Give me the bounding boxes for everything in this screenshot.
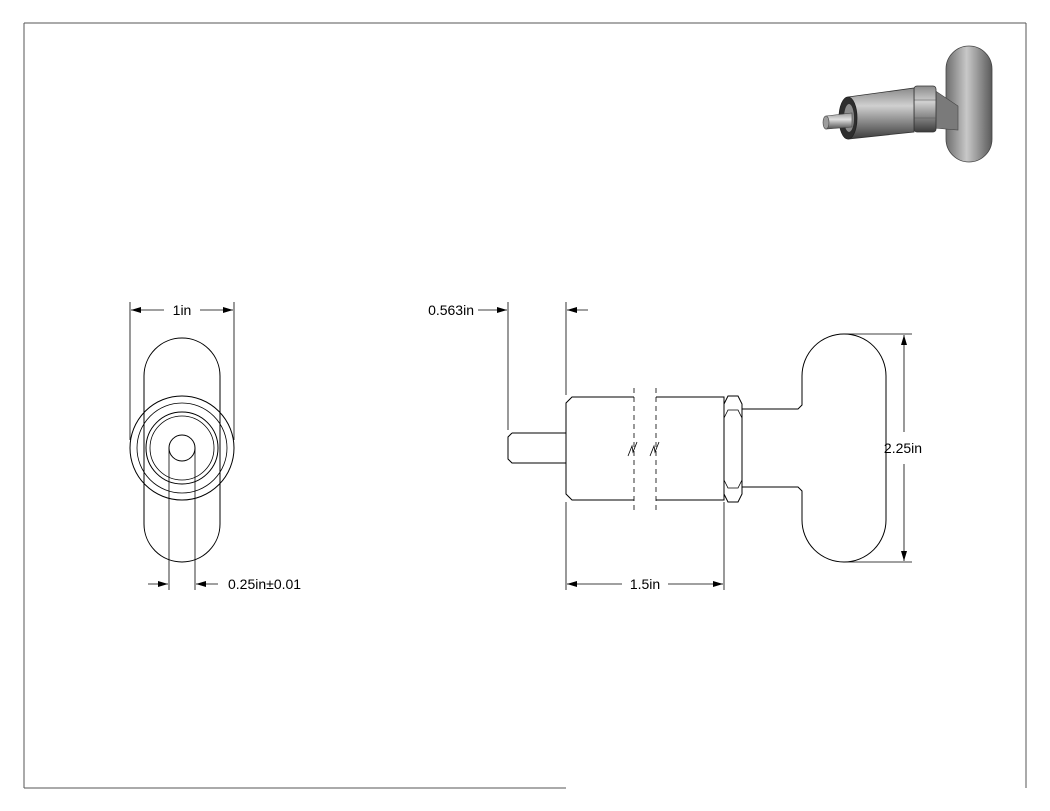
dimension-label-pin-length: 0.563in xyxy=(428,302,474,318)
isometric-render xyxy=(822,45,993,163)
dimension-body-length: 1.5in xyxy=(567,576,723,592)
front-view xyxy=(129,302,235,590)
dimension-label-front-width: 1in xyxy=(173,302,192,318)
drawing-frame xyxy=(23,22,1027,789)
dimension-front-width: 1in xyxy=(131,302,233,318)
dimension-pin-diameter: 0.25in±0.01 xyxy=(148,576,301,592)
dimension-label-body-length: 1.5in xyxy=(630,576,660,592)
dimension-pin-length: 0.563in xyxy=(428,302,588,318)
dimension-label-handle-height: 2.25in xyxy=(884,440,922,456)
side-view xyxy=(507,302,912,590)
dimension-label-pin-diameter: 0.25in±0.01 xyxy=(228,576,301,592)
dimension-handle-height: 2.25in xyxy=(884,335,922,561)
